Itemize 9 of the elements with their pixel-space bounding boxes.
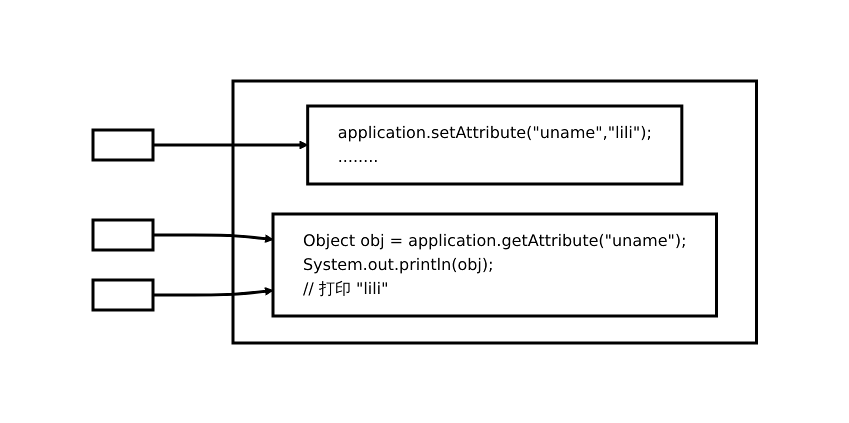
cluster [231, 79, 758, 344]
arrow [152, 233, 274, 243]
node-box: Object obj = application.getAttribute("uname"); System.out.println(obj); // 打印 "lili" [271, 212, 718, 317]
node-box [91, 128, 154, 161]
node-box [91, 278, 154, 311]
node-box [91, 218, 154, 251]
arrow [152, 140, 308, 149]
arrow [152, 286, 274, 296]
node-box: application.setAttribute("uname","lili"); ........ [306, 104, 684, 185]
